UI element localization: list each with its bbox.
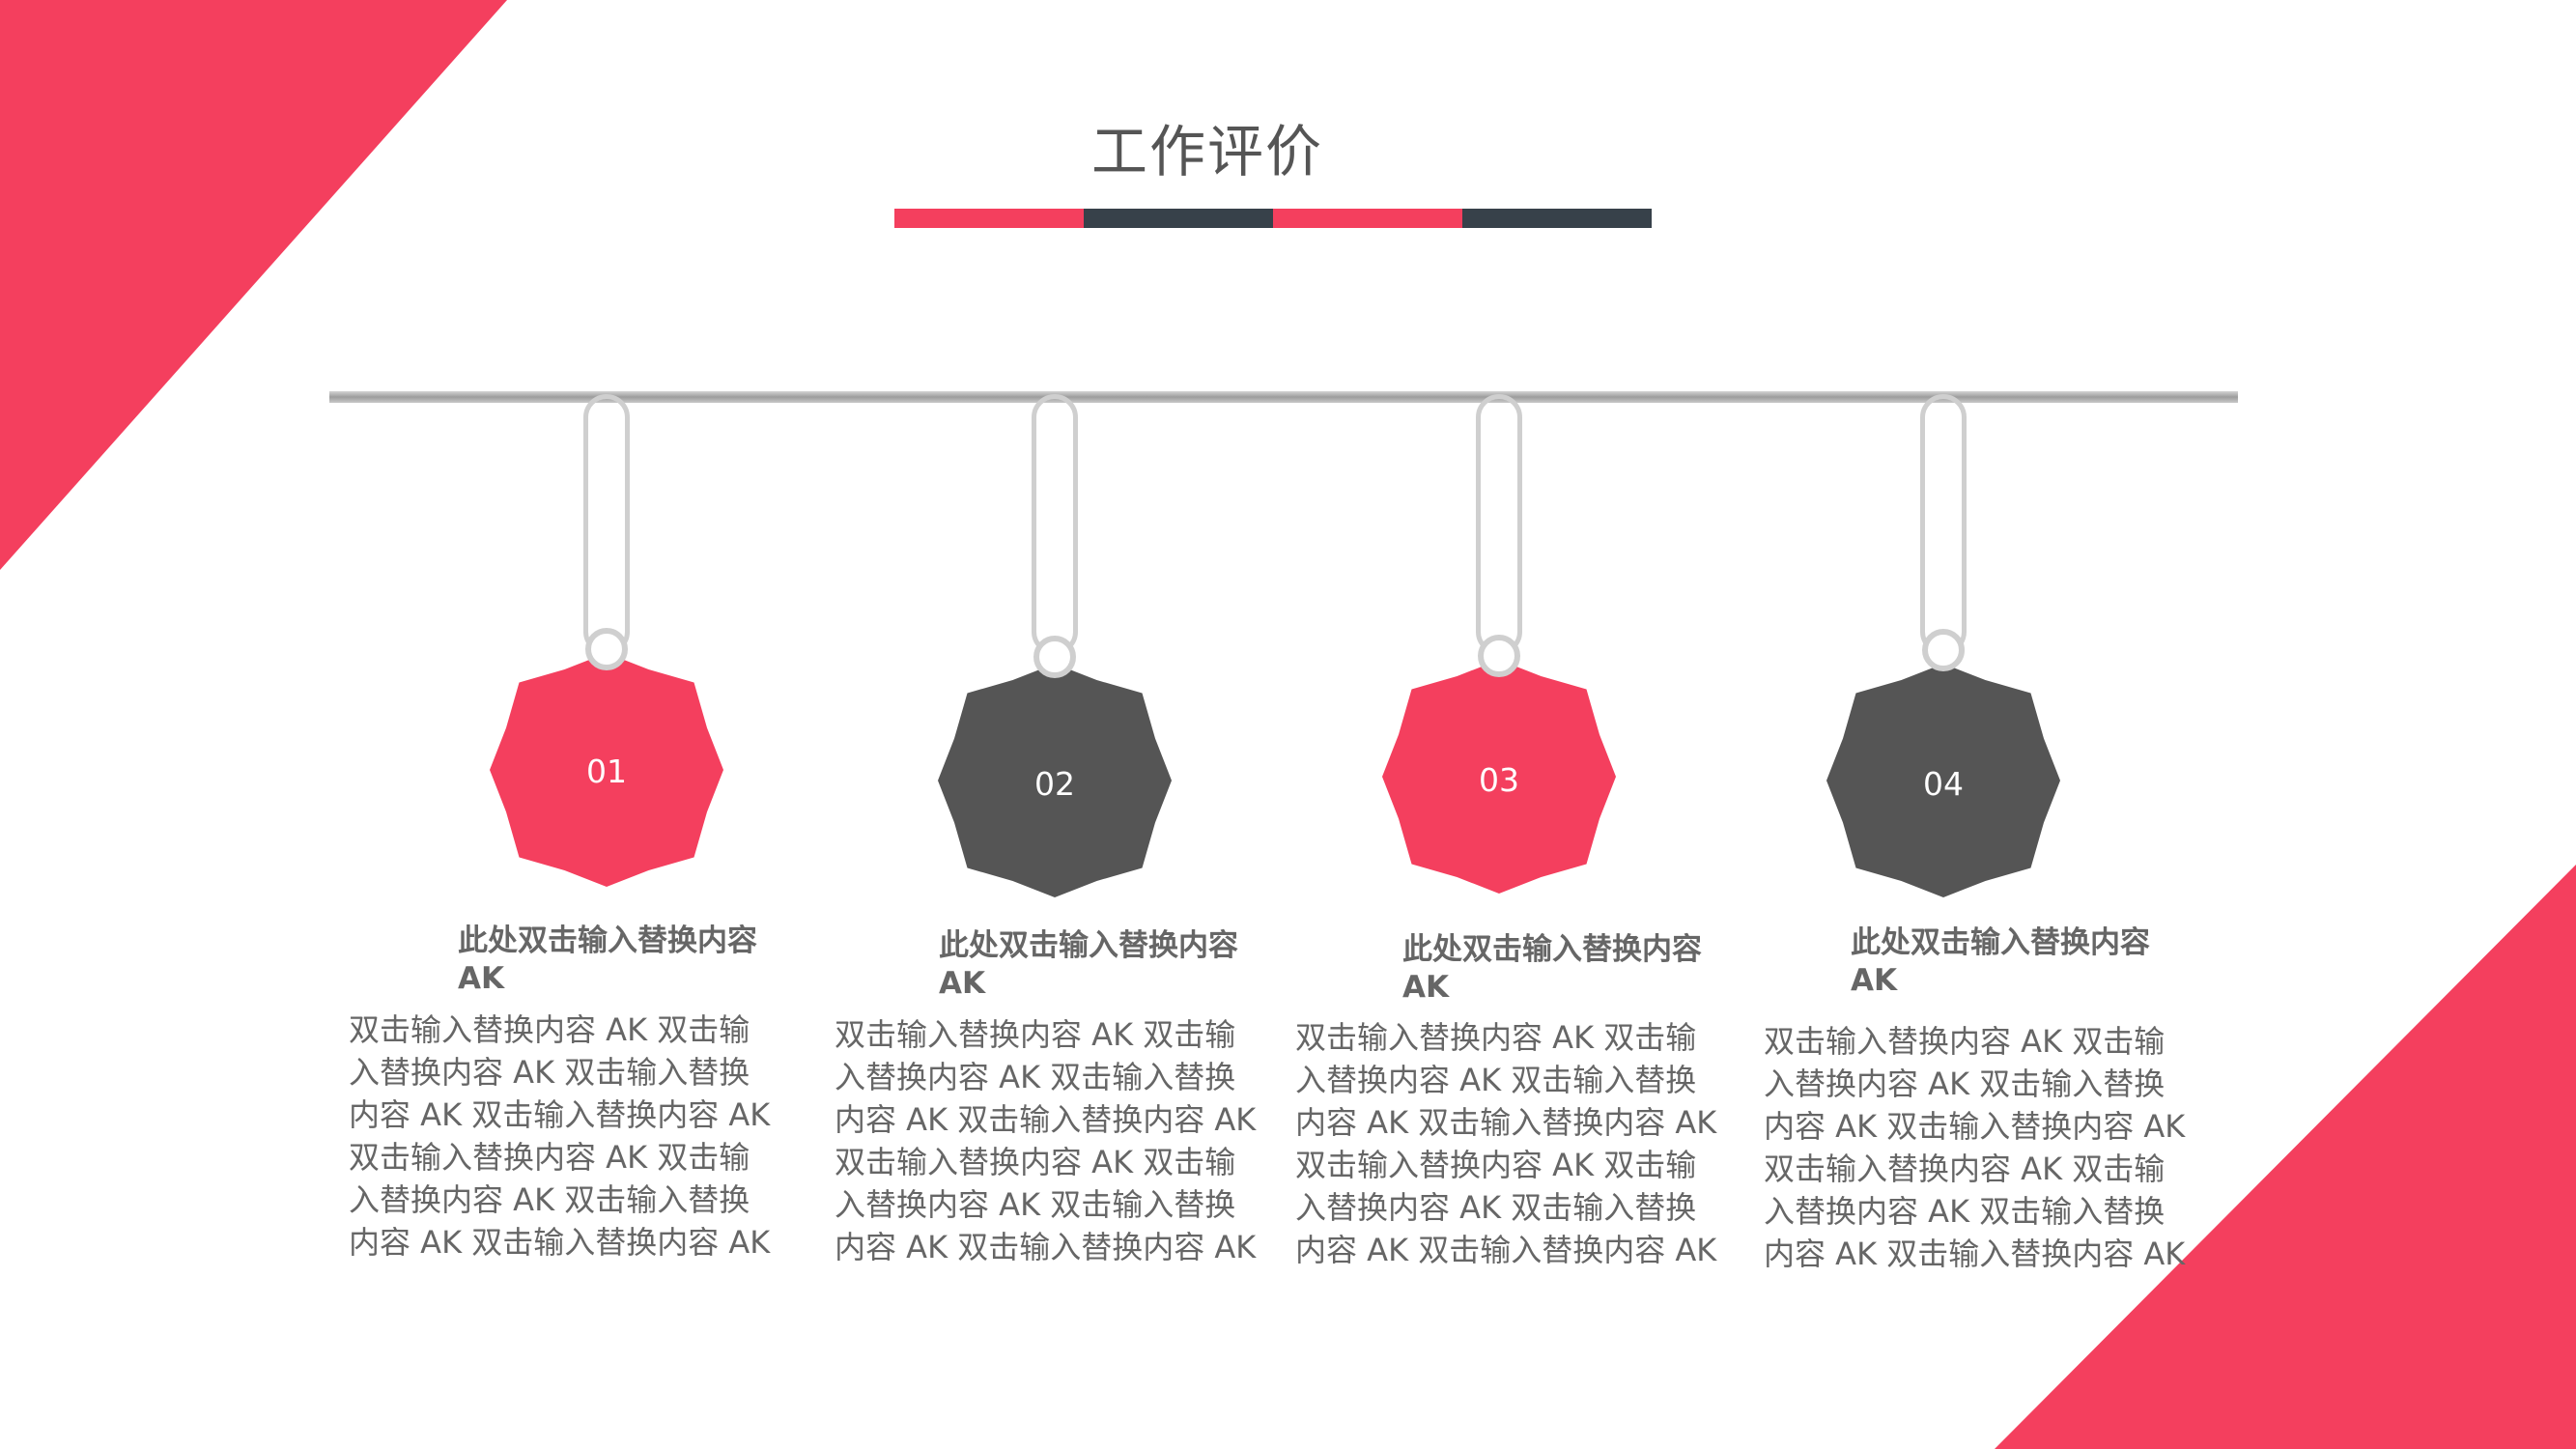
hanger-ring-4 [1922, 629, 1965, 671]
bottom-right-corner-triangle [1995, 865, 2576, 1449]
title-underline-segment-2 [1084, 209, 1273, 228]
hanger-loop-3 [1476, 394, 1522, 655]
title-underline-segment-1 [894, 209, 1084, 228]
item-number-2: 02 [1034, 765, 1075, 803]
item-body-4: 双击输入替换内容 AK 双击输入替换内容 AK 双击输入替换内容 AK 双击输入… [1764, 1023, 2186, 1272]
hanging-rod [329, 391, 2238, 403]
item-heading-1: 此处双击输入替换内容 AK [458, 923, 757, 996]
item-badge-star-4 [1826, 664, 2060, 897]
hanger-ring-3 [1478, 635, 1520, 677]
item-number-1: 01 [586, 753, 627, 790]
item-badge-star-2 [938, 664, 1172, 897]
item-body-2: 双击输入替换内容 AK 双击输入替换内容 AK 双击输入替换内容 AK 双击输入… [835, 1016, 1257, 1265]
item-heading-2: 此处双击输入替换内容 AK [939, 928, 1238, 1001]
hanger-ring-1 [585, 628, 628, 670]
page-title: 工作评价 [1090, 119, 1323, 185]
hanger-loop-1 [583, 394, 630, 655]
hanger-ring-2 [1033, 636, 1076, 678]
title-underline-segment-3 [1273, 209, 1462, 228]
item-body-3: 双击输入替换内容 AK 双击输入替换内容 AK 双击输入替换内容 AK 双击输入… [1295, 1019, 1717, 1268]
item-heading-4: 此处双击输入替换内容 AK [1851, 925, 2150, 998]
item-badge-star-1 [490, 653, 723, 887]
item-number-4: 04 [1923, 765, 1964, 803]
item-badge-star-3 [1382, 660, 1616, 894]
item-number-3: 03 [1479, 761, 1519, 799]
item-heading-3: 此处双击输入替换内容 AK [1402, 932, 1702, 1005]
hanger-loop-2 [1032, 394, 1078, 655]
item-body-1: 双击输入替换内容 AK 双击输入替换内容 AK 双击输入替换内容 AK 双击输入… [349, 1011, 771, 1261]
top-left-corner-triangle [0, 0, 507, 570]
title-underline-segment-4 [1462, 209, 1652, 228]
hanger-loop-4 [1920, 394, 1967, 655]
